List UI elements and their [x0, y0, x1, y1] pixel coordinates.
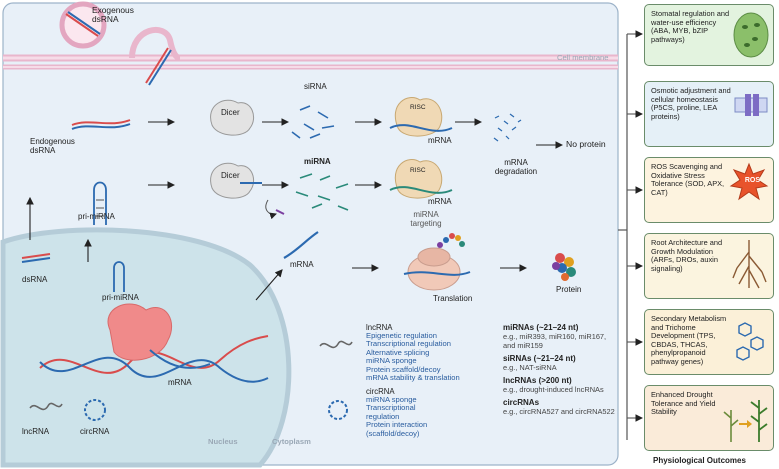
- label-mirna-targeting: miRNA targeting: [410, 210, 442, 228]
- metabolite-icon: [736, 322, 764, 361]
- ros-badge: ROS: [744, 177, 760, 184]
- label-endogenous-dsrna: Endogenous dsRNA: [30, 137, 75, 155]
- plant-growth-icon: [723, 400, 768, 442]
- outcome-drought: Enhanced Drought Tolerance and Yield Sta…: [644, 385, 774, 451]
- label-risc-1: RISC: [410, 104, 426, 111]
- peptide-chain: [437, 233, 465, 248]
- root-icon: [732, 240, 767, 289]
- risc-2: [395, 159, 443, 199]
- outcome-secondary: Secondary Metabolism and Trichome Develo…: [644, 309, 774, 375]
- outcome-text: Stomatal regulation and water-use effici…: [651, 9, 730, 44]
- endogenous-dsrna-strand: [71, 119, 131, 126]
- label-cytoplasm: Cytoplasm: [272, 437, 311, 446]
- label-pri-mirna-nucleus: pri-miRNA: [102, 293, 139, 302]
- sirnas-title: siRNAs (~21–24 nt): [503, 354, 576, 363]
- lncrna-item: Protein scaffold/decoy: [366, 364, 441, 374]
- lncrnas-text: e.g., drought-induced lncRNAs: [503, 385, 604, 394]
- outcome-text: Enhanced Drought Tolerance and Yield Sta…: [651, 390, 716, 417]
- nuclear-dsrna: [21, 253, 51, 259]
- outcome-root: Root Architecture and Growth Modulation …: [644, 233, 774, 299]
- dicer-2: [210, 162, 254, 199]
- lncrna-title: lncRNA: [366, 323, 393, 332]
- ros-burst-icon: [729, 162, 769, 201]
- rna-examples: miRNAs (~21–24 nt) e.g., miR393, miR160,…: [503, 323, 615, 416]
- circrnas-title: circRNAs: [503, 398, 540, 407]
- label-dsrna-nucleus: dsRNA: [22, 275, 48, 284]
- label-translation: Translation: [433, 294, 473, 303]
- sirnas-text: e.g., NAT-siRNA: [503, 363, 557, 372]
- circrna-item: miRNA sponge: [366, 395, 417, 404]
- outcome-ros: ROS Scavenging and Oxidative Stress Tole…: [644, 157, 774, 223]
- mirnas-text: e.g., miR393, miR160, miR167, and miR159: [503, 332, 607, 350]
- pri-mirna-hairpin: [93, 181, 107, 225]
- leaf-stomata-icon: [733, 12, 769, 58]
- sirna-fragments: [291, 105, 335, 139]
- label-mrna-nucleus: mRNA: [168, 378, 192, 387]
- mirnas-title: miRNAs (~21–24 nt): [503, 323, 579, 332]
- label-mrna-degradation: mRNA degradation: [494, 158, 538, 176]
- circrnas-text: e.g., circRNA527 and circRNA522: [503, 407, 615, 416]
- mrna-cytoplasm: [283, 231, 319, 259]
- circrna-item: Transcriptional: [366, 403, 416, 413]
- label-pri-mirna-cytoplasm: pri-miRNA: [78, 212, 115, 221]
- label-circrna-nucleus: circRNA: [80, 427, 110, 436]
- label-cell-membrane: Cell membrane: [557, 53, 609, 62]
- dicer-1: [210, 99, 254, 136]
- label-no-protein: No protein: [566, 139, 606, 149]
- outcomes-title: Physiological Outcomes: [653, 456, 746, 465]
- lncrna-list: Epigenetic regulation Transcriptional re…: [366, 331, 496, 383]
- circrna-item: regulation: [366, 411, 400, 421]
- label-mrna-2: mRNA: [428, 197, 452, 206]
- circrna-list: miRNA sponge Transcriptional regulation …: [366, 395, 476, 438]
- risc-1: [395, 97, 443, 137]
- protein-cluster: [552, 253, 576, 281]
- circrna-ring: [84, 399, 106, 421]
- label-dicer-1: Dicer: [221, 108, 240, 117]
- lncrna-item: Epigenetic regulation: [366, 331, 437, 340]
- label-sirna: siRNA: [304, 82, 327, 91]
- label-lncrna-nucleus: lncRNA: [22, 427, 50, 436]
- lncrna-functions: lncRNA Epigenetic regulation Transcripti…: [366, 323, 496, 382]
- lncrnas-title: lncRNAs (>200 nt): [503, 376, 572, 385]
- rna-polymerase: [107, 303, 173, 361]
- degradation-fragments: [493, 113, 522, 142]
- label-nucleus: Nucleus: [208, 437, 238, 446]
- label-exogenous-dsrna: Exogenous dsRNA: [92, 5, 134, 24]
- circrna-title: circRNA: [366, 387, 395, 396]
- outcome-text: Osmotic adjustment and cellular homeosta…: [651, 86, 731, 121]
- label-protein: Protein: [556, 285, 582, 294]
- outcome-text: Secondary Metabolism and Trichome Develo…: [651, 314, 727, 366]
- lncrna-item: Alternative splicing: [366, 347, 430, 357]
- lncrna-item: miRNA sponge: [366, 356, 417, 366]
- outcome-osmotic: Osmotic adjustment and cellular homeosta…: [644, 81, 774, 147]
- membrane-channel-icon: [734, 94, 768, 116]
- outcome-stomatal: Stomatal regulation and water-use effici…: [644, 4, 774, 66]
- circrna-item: (scaffold/decoy): [366, 428, 420, 438]
- outcome-text: Root Architecture and Growth Modulation …: [651, 238, 723, 273]
- lncrna-item: mRNA stability & translation: [366, 373, 460, 383]
- label-mrna-3: mRNA: [290, 260, 314, 269]
- label-risc-2: RISC: [410, 167, 426, 174]
- lncrna-squiggle: [29, 402, 63, 411]
- circrna-item: Protein interaction: [366, 420, 428, 430]
- circrna-functions: circRNA miRNA sponge Transcriptional reg…: [366, 387, 476, 438]
- mirna-fragments: [295, 173, 349, 211]
- lncrna-item: Transcriptional regulation: [366, 339, 451, 349]
- label-mirna: miRNA: [304, 157, 331, 166]
- outcome-text: ROS Scavenging and Oxidative Stress Tole…: [651, 162, 725, 197]
- label-dicer-2: Dicer: [221, 171, 240, 180]
- vesicle-bud: [129, 26, 181, 61]
- label-mrna-1: mRNA: [428, 136, 452, 145]
